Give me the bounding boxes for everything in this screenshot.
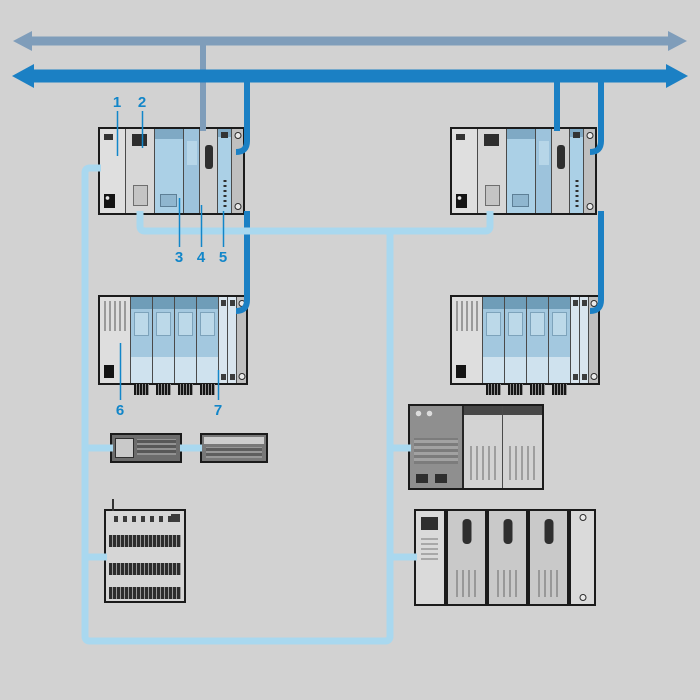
io-rack-left [98,295,248,395]
plc-rack-top-left [98,127,245,215]
io-module [153,297,175,395]
io-slot-module [503,406,542,488]
io-module [505,297,527,395]
comm-module-b [200,433,268,463]
callout-6: 6 [115,402,125,419]
rack-end-cap [232,129,243,213]
connector-module [526,511,567,604]
io-base-mid-right [408,404,544,490]
screw-icon [590,300,597,307]
callout-3: 3 [174,249,184,266]
bus-primary-arrow-right-icon [668,31,687,51]
rack-end-cap [567,511,594,604]
io-module [197,297,219,395]
io-rack-bottom-right [414,509,596,606]
io-module [131,297,153,395]
callout-4: 4 [196,249,206,266]
narrow-module [571,297,580,383]
callout-7: 7 [213,402,223,419]
screw-icon [238,300,245,307]
power-supply-module [100,129,126,213]
display-module [416,511,444,604]
io-module [549,297,571,395]
screw-icon [234,132,241,139]
screw-icon [590,373,597,380]
screw-icon [238,373,245,380]
screw-icon [579,514,586,521]
ethernet-led-module [218,129,232,213]
power-supply-module [452,129,478,213]
connector-module [200,129,218,213]
power-supply-module [452,297,483,383]
io-module [483,297,505,395]
bus-secondary-arrow-right-icon [666,64,688,88]
extension-module [507,129,536,213]
processor-module [478,129,507,213]
io-module [175,297,197,395]
memory-module [184,129,200,213]
callout-1: 1 [112,94,122,111]
screw-icon [579,594,586,601]
narrow-module [580,297,589,383]
connector-module [485,511,526,604]
io-rack-right [450,295,600,395]
screw-icon [234,203,241,210]
io-slot-module [464,406,503,488]
connector-module [552,129,570,213]
bus-primary-arrow-left-icon [13,31,32,51]
callout-5: 5 [218,249,228,266]
plc-rack-top-right [450,127,597,215]
connector-module [444,511,485,604]
callout-2: 2 [137,94,147,111]
adapter-module [410,406,464,488]
screw-icon [586,132,593,139]
processor-module [126,129,155,213]
rack-end-cap [589,297,598,383]
comm-module-a [110,433,182,463]
power-supply-module [100,297,131,383]
narrow-module [228,297,237,383]
bus-secondary-arrow-left-icon [12,64,34,88]
ethernet-led-module [570,129,584,213]
bus-secondary [12,64,688,88]
extension-module [155,129,184,213]
io-module [527,297,549,395]
narrow-module [219,297,228,383]
memory-module [536,129,552,213]
rack-end-cap [584,129,595,213]
screw-icon [586,203,593,210]
rack-end-cap [237,297,246,383]
bus-primary [13,31,687,51]
distributed-io-block [104,499,186,603]
